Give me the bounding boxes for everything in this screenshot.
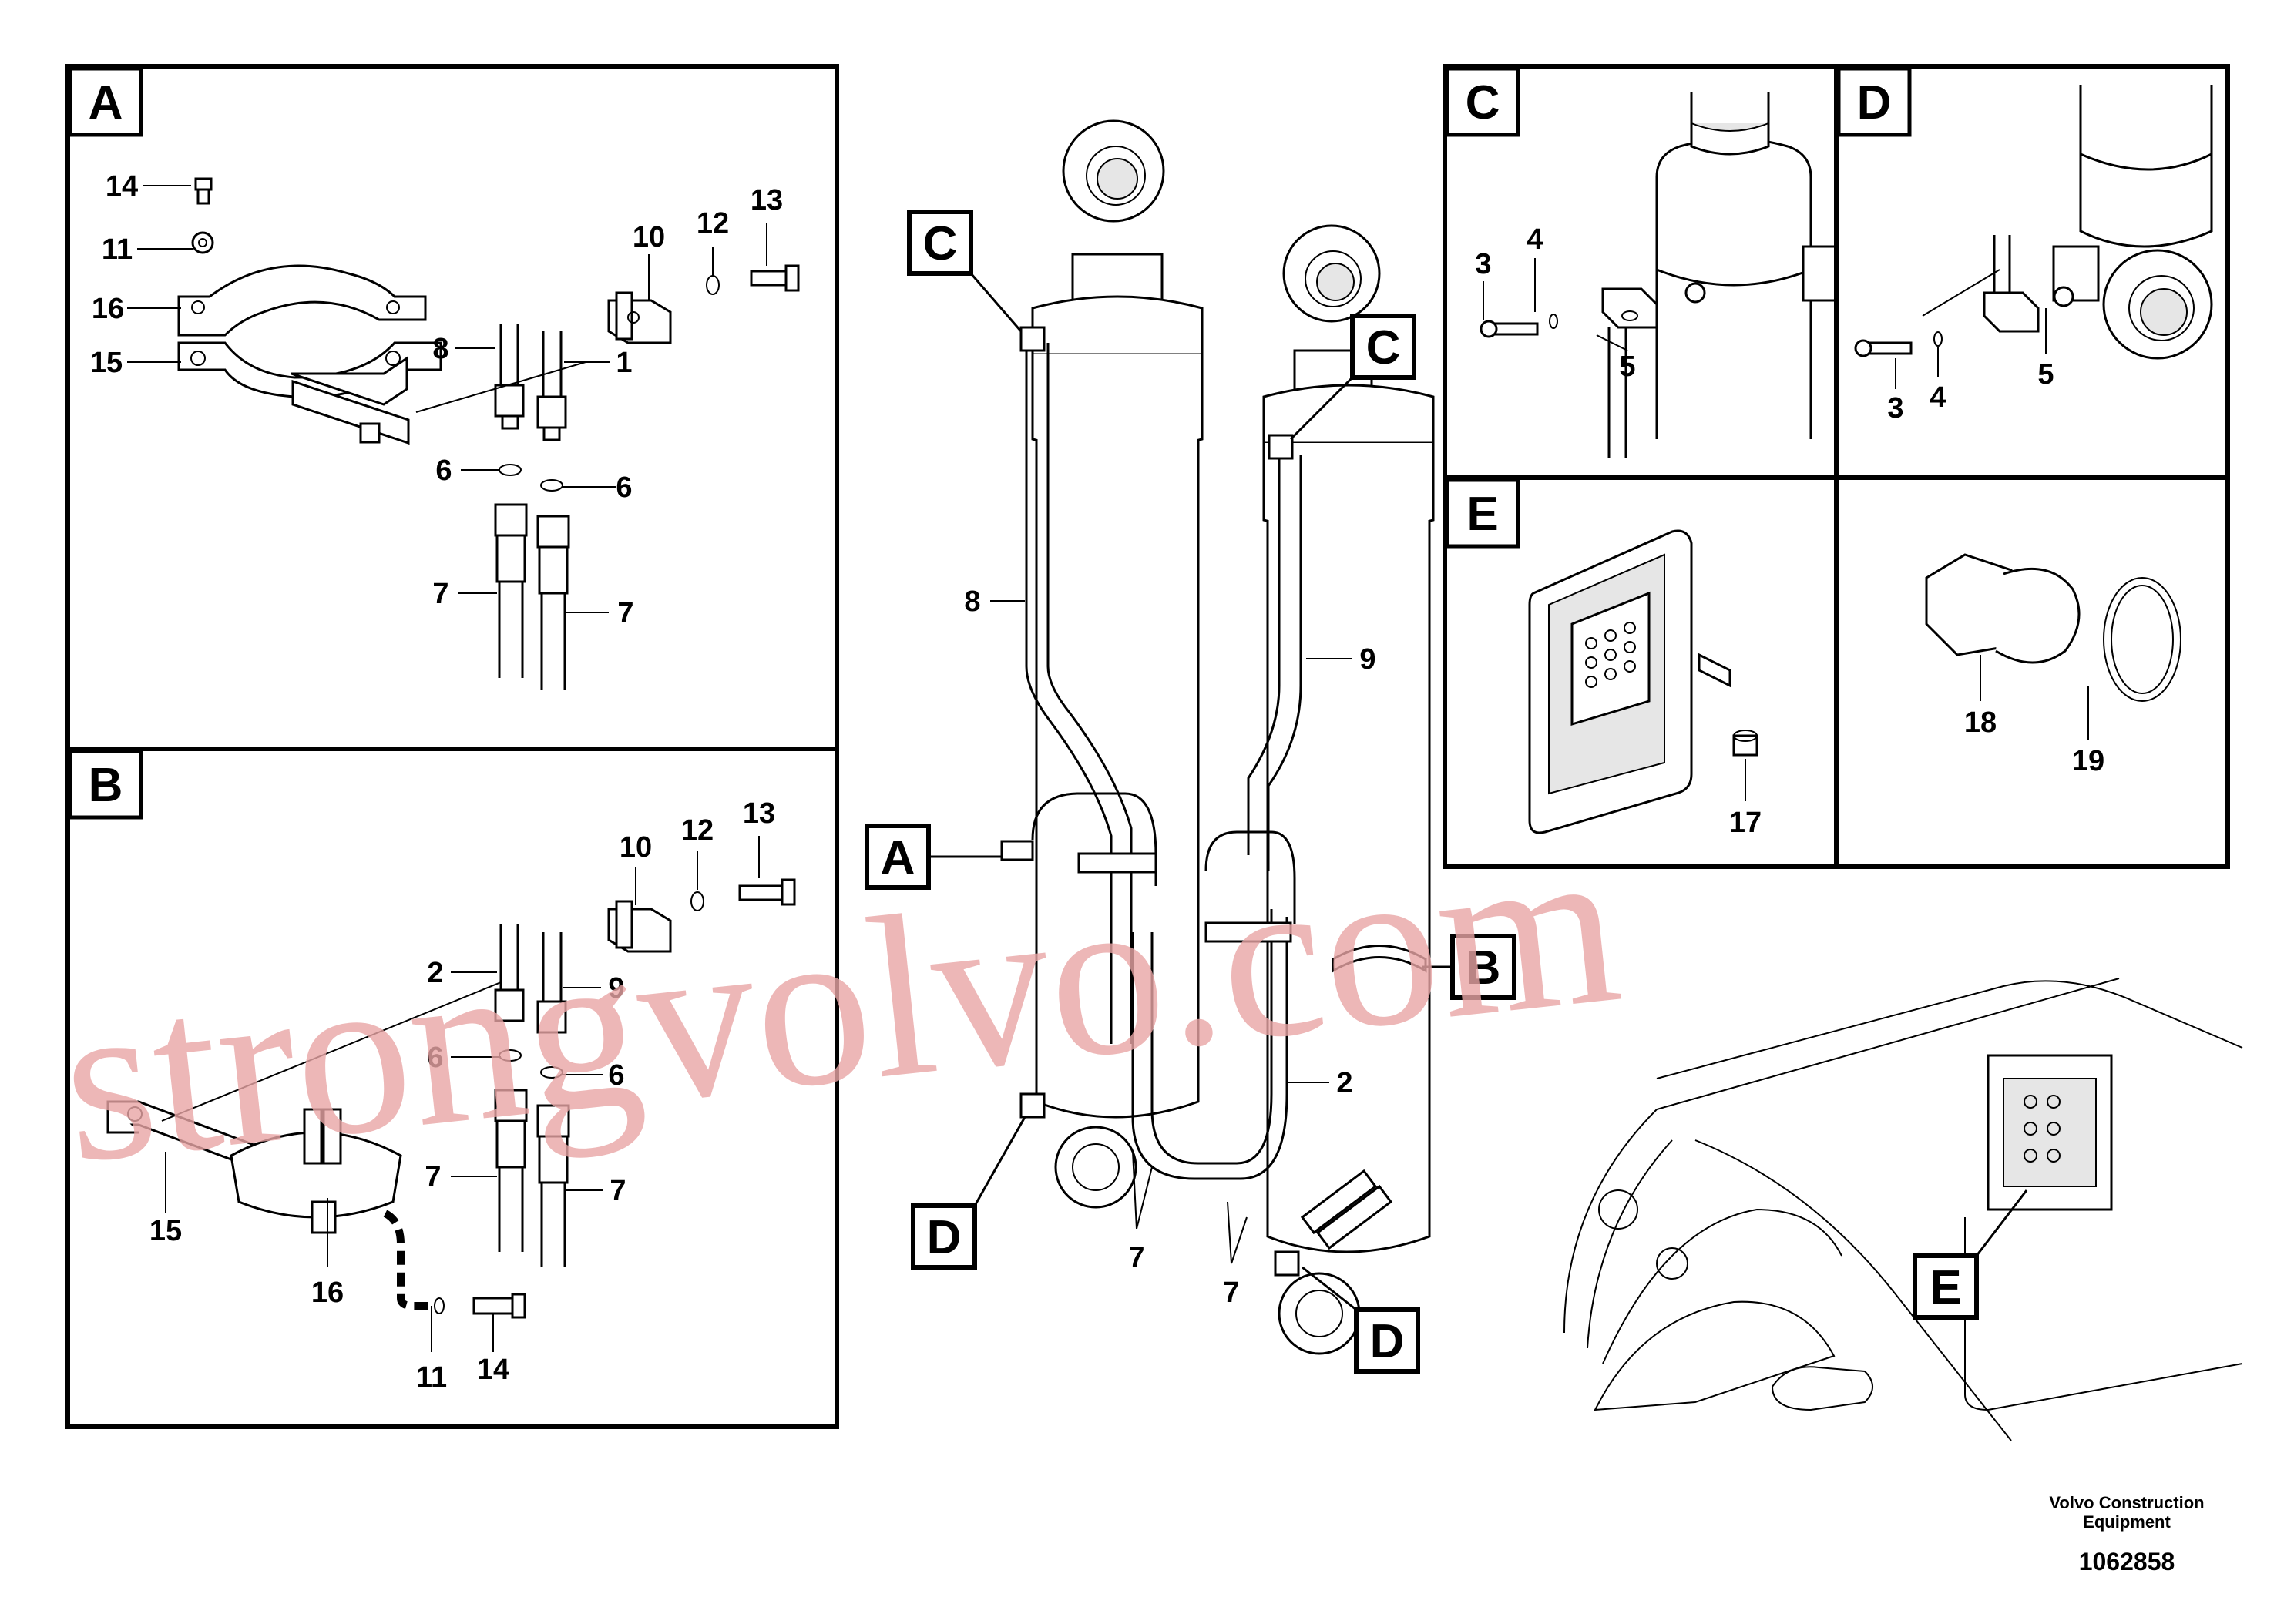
label: 8 <box>964 586 980 618</box>
svg-text:C: C <box>923 217 958 270</box>
panel-c: C 3 4 5 <box>1443 64 1849 480</box>
machine-frame: E <box>1563 978 2243 1441</box>
label: 13 <box>751 184 783 216</box>
label: 9 <box>1359 643 1375 676</box>
svg-text:D: D <box>1370 1315 1405 1368</box>
panel-e: E 17 <box>1443 475 1839 869</box>
callout-e: E <box>1913 1189 2028 1320</box>
label: 16 <box>311 1277 344 1309</box>
panel-d-letter: D <box>1857 76 1892 129</box>
footer-company-line1: Volvo Construction <box>2049 1493 2204 1512</box>
label: 9 <box>608 972 624 1005</box>
label: 2 <box>427 957 443 989</box>
panel-b: B <box>65 747 839 1429</box>
callout-c-left: C <box>907 210 1023 332</box>
callout-d-left: D <box>911 1116 1026 1270</box>
label: 7 <box>617 597 633 629</box>
label: 17 <box>1729 807 1762 839</box>
label: 10 <box>633 221 665 253</box>
panel-e-letter: E <box>1466 488 1498 541</box>
label: 15 <box>149 1215 182 1247</box>
label: 12 <box>697 207 729 240</box>
panel-a: A <box>65 64 839 751</box>
label: 7 <box>1223 1277 1239 1309</box>
label: 7 <box>610 1175 626 1207</box>
panel-a-letter: A <box>89 76 123 129</box>
label: 2 <box>1336 1067 1352 1099</box>
label: 18 <box>1964 706 1997 739</box>
label: 7 <box>1128 1242 1144 1274</box>
label: 14 <box>106 170 138 203</box>
panel-plug: 18 19 <box>1834 475 2230 869</box>
label: 4 <box>1930 381 1946 414</box>
panel-d: D 3 4 5 <box>1834 64 2230 480</box>
label: 19 <box>2072 745 2104 777</box>
svg-text:D: D <box>927 1211 962 1264</box>
svg-text:A: A <box>881 831 915 884</box>
label: 3 <box>1475 248 1491 280</box>
label: 5 <box>1619 351 1635 383</box>
label: 13 <box>743 797 775 830</box>
footer-doc-number: 1062858 <box>2079 1548 2175 1575</box>
label: 11 <box>416 1361 447 1394</box>
label: 1 <box>616 347 632 379</box>
label: 11 <box>102 233 133 266</box>
label: 14 <box>477 1354 509 1386</box>
label: 6 <box>435 455 452 487</box>
main-drawing: C C A B D D <box>865 119 1516 1374</box>
label: 5 <box>2037 358 2054 391</box>
label: 16 <box>92 293 124 325</box>
label: 7 <box>432 578 448 610</box>
svg-text:E: E <box>1930 1261 1961 1314</box>
svg-text:C: C <box>1366 321 1401 374</box>
label: 6 <box>616 471 632 504</box>
label: 10 <box>620 831 652 864</box>
label: 12 <box>681 814 714 847</box>
callout-c-right: C <box>1289 314 1416 441</box>
footer-company-line2: Equipment <box>2083 1512 2171 1532</box>
label: 7 <box>425 1161 441 1193</box>
callout-d-right: D <box>1302 1266 1420 1374</box>
label: 3 <box>1887 392 1903 424</box>
callout-a: A <box>865 824 1002 890</box>
panel-c-letter: C <box>1466 76 1500 129</box>
label: 4 <box>1527 223 1543 256</box>
label: 8 <box>432 333 448 365</box>
label: 6 <box>427 1042 443 1074</box>
callout-b: B <box>1422 934 1516 1000</box>
svg-text:B: B <box>1466 941 1501 995</box>
label: 15 <box>90 347 123 379</box>
label: 6 <box>608 1059 624 1092</box>
panel-b-letter: B <box>89 759 123 812</box>
